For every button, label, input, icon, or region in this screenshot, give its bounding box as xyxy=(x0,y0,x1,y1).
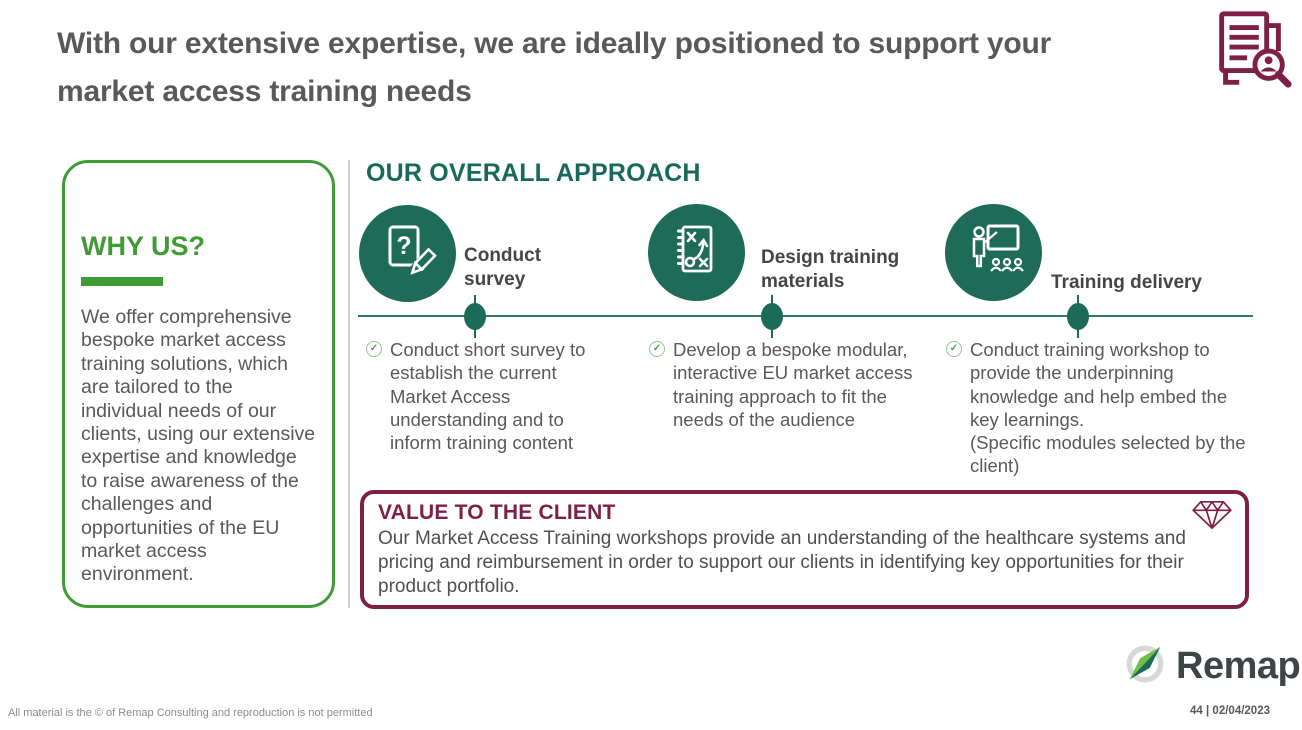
check-circle-icon: ✓ xyxy=(946,341,962,357)
vertical-divider xyxy=(348,160,350,608)
svg-text:?: ? xyxy=(396,232,411,260)
value-body: Our Market Access Training workshops pro… xyxy=(378,528,1186,597)
check-circle-icon: ✓ xyxy=(649,341,665,357)
why-us-heading: WHY US? xyxy=(81,231,206,261)
step-description-text: Conduct short survey to establish the cu… xyxy=(390,339,586,454)
value-heading: VALUE TO THE CLIENT xyxy=(378,501,616,524)
document-search-icon xyxy=(1206,6,1296,101)
step-label-conduct-survey: Conduct survey xyxy=(464,245,542,290)
timeline-line xyxy=(358,315,1253,317)
why-us-card: WHY US? We offer comprehensive bespoke m… xyxy=(62,160,335,608)
step-circle-conduct-survey: ? xyxy=(359,205,456,302)
strategy-notebook-icon xyxy=(665,218,729,287)
survey-pencil-icon: ? xyxy=(376,219,440,288)
step-description-text: Conduct training workshop to provide the… xyxy=(970,339,1246,477)
step-circle-training-delivery xyxy=(945,204,1042,301)
step-description-1: ✓ Conduct short survey to establish the … xyxy=(366,338,618,454)
diamond-icon xyxy=(1191,499,1233,536)
compass-icon xyxy=(1122,641,1168,692)
check-circle-icon: ✓ xyxy=(366,341,382,357)
heading-underline xyxy=(81,277,163,286)
page-title: With our extensive expertise, we are ide… xyxy=(57,27,1052,108)
step-description-text: Develop a bespoke modular, interactive E… xyxy=(673,339,913,430)
footer-copyright: All material is the © of Remap Consultin… xyxy=(8,707,373,719)
why-us-body: We offer comprehensive bespoke market ac… xyxy=(81,306,316,586)
training-presenter-icon xyxy=(962,218,1026,287)
timeline-dot-3 xyxy=(1067,295,1089,338)
remap-logo: Remap xyxy=(1122,641,1301,692)
value-to-client-box: VALUE TO THE CLIENT Our Market Access Tr… xyxy=(360,490,1249,609)
timeline-dot-2 xyxy=(761,295,783,338)
step-description-3: ✓ Conduct training workshop to provide t… xyxy=(946,338,1246,478)
approach-heading: OUR OVERALL APPROACH xyxy=(366,159,701,187)
timeline-dot-1 xyxy=(464,295,486,338)
step-label-training-delivery: Training delivery xyxy=(1051,272,1202,293)
step-description-2: ✓ Develop a bespoke modular, interactive… xyxy=(649,338,937,431)
step-circle-design-materials xyxy=(648,204,745,301)
footer-page-date: 44 | 02/04/2023 xyxy=(1190,705,1270,717)
step-label-design-materials: Design training materials xyxy=(761,247,900,292)
logo-text: Remap xyxy=(1176,645,1301,687)
